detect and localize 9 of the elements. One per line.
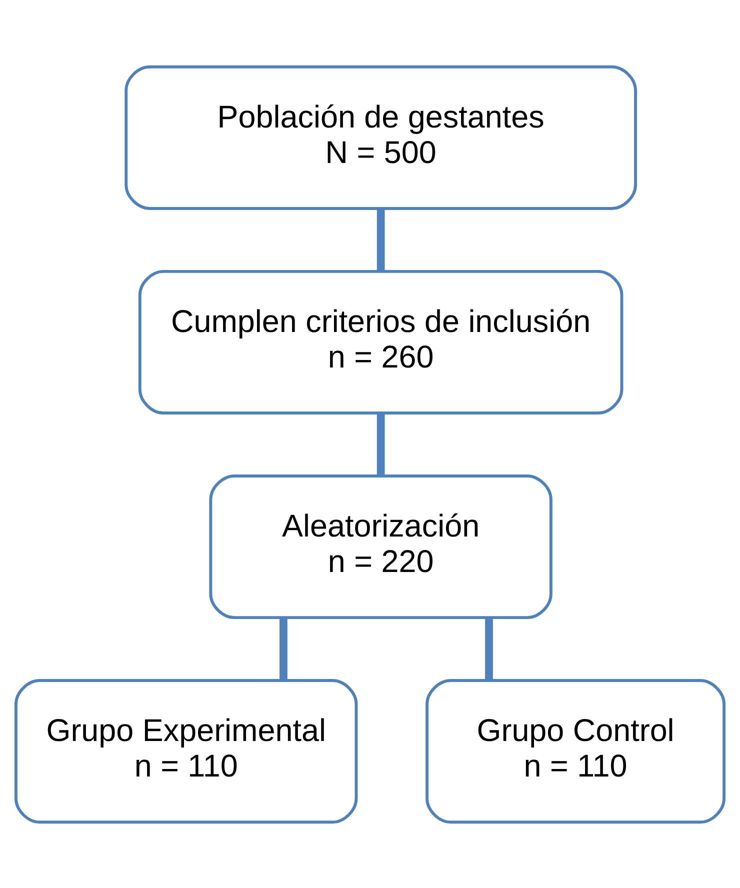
connector (376, 208, 385, 271)
connector (376, 412, 385, 476)
node-box: Aleatorización n = 220 (209, 474, 552, 619)
connector (485, 617, 493, 680)
connector (280, 617, 288, 680)
node-box: Grupo Experimental n = 110 (14, 678, 358, 824)
node-box: Población de gestantes N = 500 (124, 64, 637, 210)
node-box: Grupo Control n = 110 (426, 678, 726, 824)
node-box: Cumplen criterios de inclusión n = 260 (138, 269, 624, 414)
